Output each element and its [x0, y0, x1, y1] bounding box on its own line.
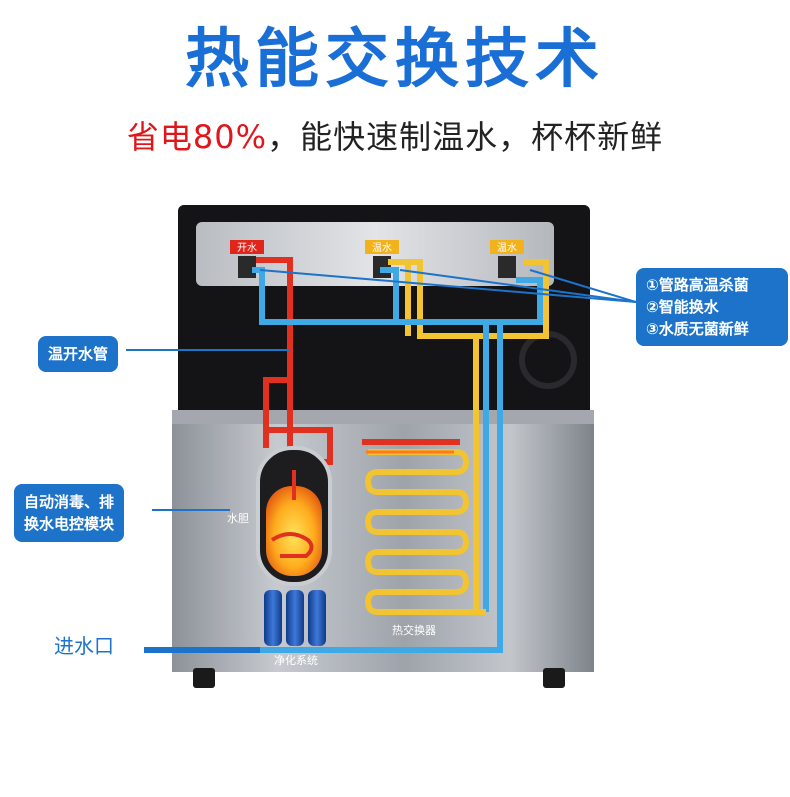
callout-module-line-1: 自动消毒、排 [24, 493, 115, 511]
callout-line-feature-1 [259, 269, 637, 303]
foot-right [543, 668, 565, 688]
page-title: 热能交换技术 [185, 23, 605, 97]
foot-left [193, 668, 215, 688]
feature-item: ③水质无菌新鲜 [646, 320, 749, 338]
inlet-label: 进水口 [54, 634, 114, 658]
warm-pipe [388, 259, 549, 612]
tap-label-boiling: 开水 [237, 242, 257, 254]
tap-boiling [230, 240, 264, 278]
feature-item: ①管路高温杀菌 [646, 276, 749, 294]
callout-module: 自动消毒、排 换水电控模块 [14, 484, 125, 542]
subtitle-highlight: 省电80% [126, 118, 268, 156]
subtitle-rest: ，能快速制温水，杯杯新鲜 [267, 118, 664, 156]
exchanger-label: 热交换器 [392, 623, 436, 637]
machine-top-lip [172, 410, 594, 424]
tap-label-warm-1: 温水 [372, 242, 392, 254]
callout-line-feature-3 [529, 269, 637, 303]
cold-pipe [144, 267, 543, 653]
callout-line-feature-2 [399, 269, 637, 303]
tap-label-warm-2: 温水 [497, 242, 517, 254]
heat-exchanger-coil [362, 439, 486, 615]
water-tank [256, 446, 332, 586]
feature-item: ②智能换水 [646, 298, 719, 316]
callout-module-line-2: 换水电控模块 [24, 515, 115, 533]
filter-label: 净化系统 [274, 653, 318, 667]
page-subtitle: 省电80%，能快速制温水，杯杯新鲜 [0, 112, 790, 158]
tap-warm-2 [490, 240, 524, 278]
tank-label: 水胆 [227, 512, 249, 525]
callout-features: ①管路高温杀菌 ②智能换水 ③水质无菌新鲜 [636, 268, 788, 346]
filter-cartridges [264, 590, 326, 646]
callout-pipe: 温开水管 [38, 336, 119, 372]
